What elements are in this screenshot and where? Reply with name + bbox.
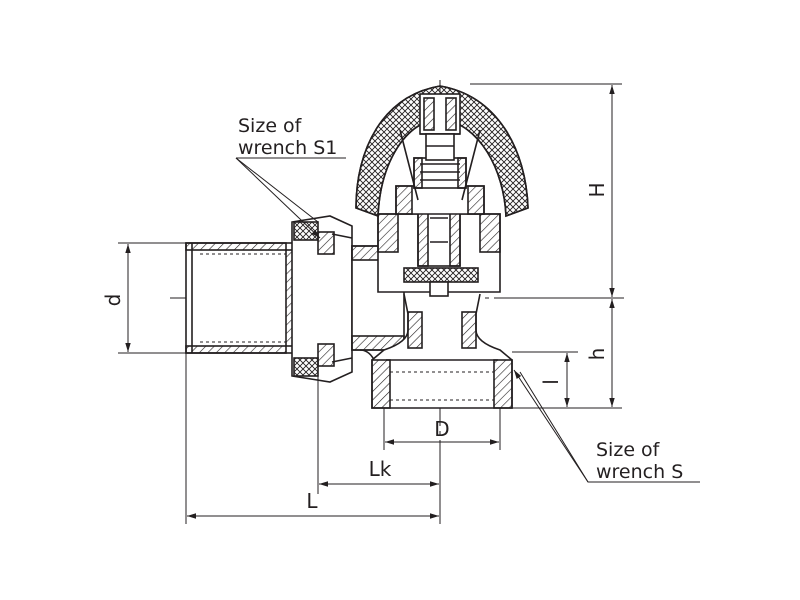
body-outlet bbox=[371, 293, 513, 409]
union-nut bbox=[291, 215, 353, 383]
dimensions bbox=[118, 83, 700, 524]
dim-H-label: H bbox=[585, 182, 609, 197]
wrench-s1-label-line2: wrench S1 bbox=[238, 137, 337, 159]
bonnet bbox=[377, 199, 501, 297]
handwheel-cap bbox=[355, 85, 529, 218]
valve-body bbox=[170, 80, 628, 440]
labels: Size of wrench S1 Size of wrench S d H h… bbox=[101, 115, 683, 513]
dim-D-label: D bbox=[434, 417, 449, 441]
dim-d-label: d bbox=[101, 294, 125, 307]
wrench-s-label-line2: wrench S bbox=[596, 461, 683, 483]
dim-l-label: l bbox=[539, 379, 563, 385]
leader-s1-arrow bbox=[235, 157, 321, 239]
dim-L-label: L bbox=[306, 489, 318, 513]
wrench-s1-label-line1: Size of bbox=[238, 115, 303, 137]
wrench-s-label-line1: Size of bbox=[596, 439, 661, 461]
leader-s1 bbox=[235, 157, 346, 223]
dim-Lk-label: Lk bbox=[369, 457, 392, 481]
dim-h-label: h bbox=[585, 348, 609, 361]
